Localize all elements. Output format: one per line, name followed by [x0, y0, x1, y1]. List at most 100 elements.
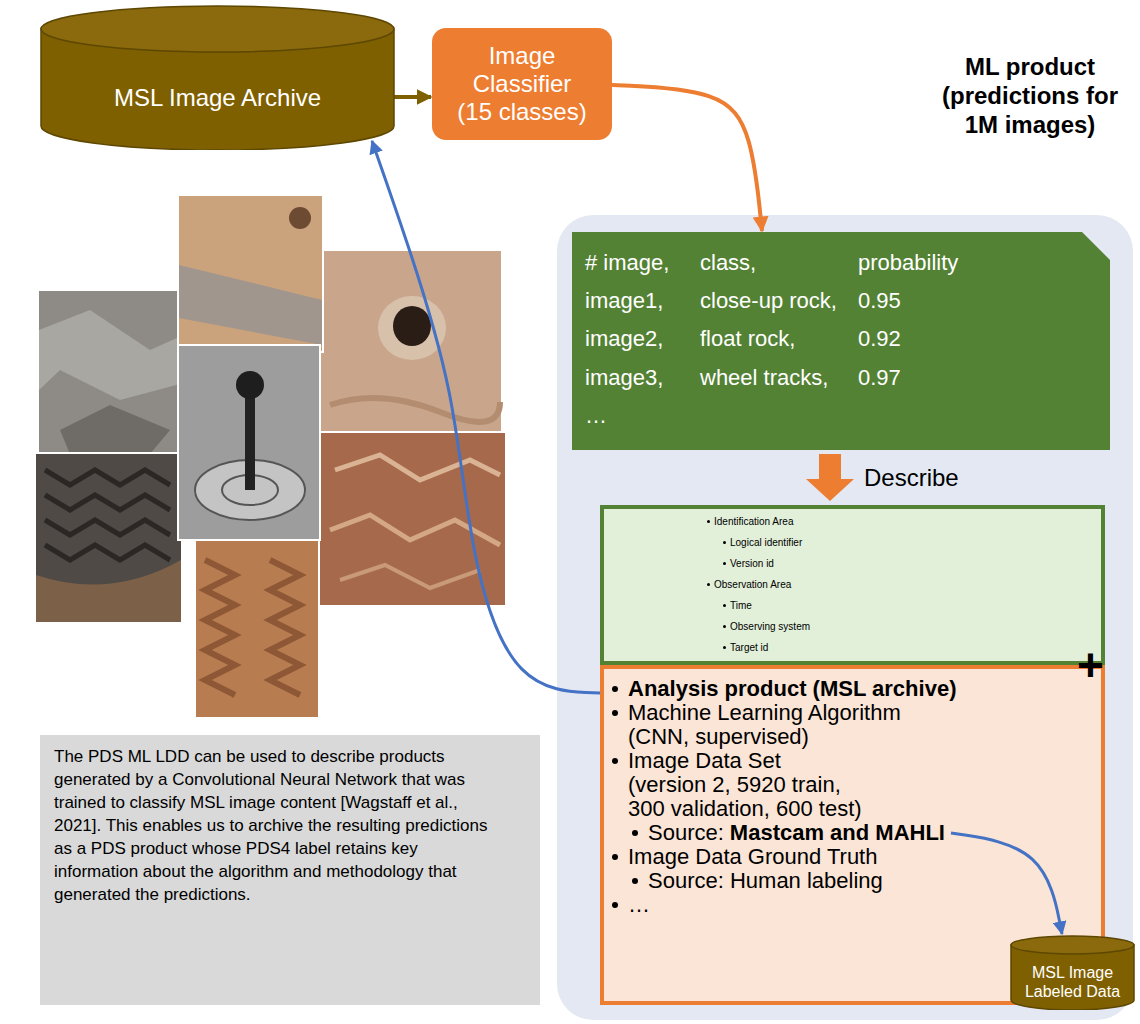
text-row: probability [858, 247, 1098, 285]
flow-arrow [612, 85, 762, 231]
text-row: # image, [585, 247, 700, 285]
bullet-dot [723, 562, 726, 565]
bullet-dot [723, 646, 726, 649]
text-row: 0.92 [858, 323, 1098, 361]
text-row: MSL Image Archive [114, 83, 321, 112]
metadata-box: Identification AreaLogical identifierVer… [600, 505, 1105, 665]
panel-ground [557, 215, 1133, 1020]
node-text: Machine Learning Algorithm (CNN, supervi… [628, 701, 948, 749]
node-text: Image Classifier (15 classes) [455, 42, 590, 126]
bullet-dot [632, 830, 638, 836]
photo-detail [330, 515, 500, 545]
photo-detail [270, 560, 300, 695]
node-text: Observing system [730, 616, 810, 637]
bullet-dot [707, 520, 710, 523]
reference-arrow [951, 833, 1062, 934]
cylinder-top [41, 6, 394, 52]
cylinder-top [1011, 936, 1134, 954]
gnomon-ball [236, 371, 264, 399]
bullet-dot [632, 878, 638, 884]
bullet-item: Logical identifier [723, 532, 1093, 553]
drill-hole [393, 306, 431, 346]
bullet-item: Observation Area [707, 574, 1093, 595]
node-text: float rock, [700, 323, 795, 354]
bullet-item: Source:Mastcam and MAHLI [632, 821, 1091, 845]
photo-collage [35, 195, 506, 718]
node-text: MSL Image Archive [114, 83, 321, 112]
bullet-dot [723, 625, 726, 628]
bullet-item: Analysis product (MSL archive) [612, 677, 1091, 701]
block-arrow [806, 454, 854, 501]
drill-photo [318, 250, 502, 433]
reference-arrow [372, 141, 600, 693]
terrain-photo [318, 432, 506, 606]
pebble [289, 207, 311, 229]
storage-cylinder: MSL Image Archive [40, 5, 395, 150]
node-text: 0.95 [858, 285, 901, 316]
node-text: # image, [585, 247, 669, 278]
wheel-body [36, 454, 181, 585]
node-text: probability [858, 247, 958, 278]
bullet-item: Observing system [723, 616, 1093, 637]
photo-detail [205, 560, 235, 695]
document-body [572, 232, 1110, 450]
bullet-dot [612, 758, 618, 764]
node-text: Identification Area [714, 511, 794, 532]
text-row: image3, [585, 362, 700, 400]
bullet-item: Identification Area [707, 511, 1093, 532]
wheel-photo [35, 453, 182, 623]
text-row: … [585, 400, 700, 438]
edge-label: Describe [864, 463, 959, 492]
process-box: Image Classifier (15 classes) [432, 28, 612, 140]
node-text: image2, [585, 323, 663, 354]
bullet-item: The PDS ML LDD can be used to describe p… [54, 745, 526, 906]
node-text: 0.97 [858, 362, 901, 393]
node-text: Source: Human labeling [648, 869, 883, 893]
bullet-dot [612, 854, 618, 860]
node-text: Image Data Set (version 2, 5920 train, 3… [628, 749, 864, 821]
node-text: Target id [730, 637, 768, 658]
photo-detail [330, 398, 500, 422]
bullet-dot [612, 686, 618, 692]
bullet-item: Target id [723, 637, 1093, 658]
node-text: … [628, 893, 650, 917]
text-row: 0.97 [858, 362, 1098, 400]
text-row: close-up rock, [700, 285, 858, 323]
node-text: 0.92 [858, 323, 901, 354]
bullet-dot [612, 902, 618, 908]
bullet-dot [723, 604, 726, 607]
bullet-item: Version id [723, 553, 1093, 574]
node-text: Version id [730, 553, 774, 574]
document-shape: # image, class,probability image1, close-up… [572, 232, 1110, 450]
text-row: image1, [585, 285, 700, 323]
bullet-item: Image Data Ground Truth [612, 845, 1091, 869]
text-row: class, [700, 247, 858, 285]
node-text: image1, [585, 285, 663, 316]
node-text: … [585, 400, 607, 431]
flow-arrow [394, 95, 431, 99]
node-text: Time [730, 595, 752, 616]
gnomon-post [245, 385, 255, 490]
caption-box: The PDS ML LDD can be used to describe p… [40, 735, 540, 1005]
node-text: Image Data Ground Truth [628, 845, 877, 869]
bullet-item: Image Data Set (version 2, 5920 train, 3… [612, 749, 1091, 821]
node-text: Analysis product (MSL archive) [628, 677, 956, 701]
node-text: wheel tracks, [700, 362, 828, 393]
photo-detail [39, 310, 195, 400]
text-row: float rock, [700, 323, 858, 361]
bullet-item: Source: Human labeling [632, 869, 1091, 893]
rover-plate [179, 265, 322, 345]
wheel-tread [45, 470, 170, 485]
node-text: Source: [648, 821, 724, 845]
bullet-dot [723, 541, 726, 544]
wheel-tread [45, 495, 170, 510]
text-row: image2, [585, 323, 700, 361]
plus-sign: + [1077, 642, 1104, 688]
node-text: Logical identifier [730, 532, 802, 553]
bullet-item: … [612, 893, 1091, 917]
bullet-item: Time [723, 595, 1093, 616]
node-text: The PDS ML LDD can be used to describe p… [54, 745, 499, 906]
bullet-item: Machine Learning Algorithm (CNN, supervi… [612, 701, 1091, 749]
node-text: image3, [585, 362, 663, 393]
